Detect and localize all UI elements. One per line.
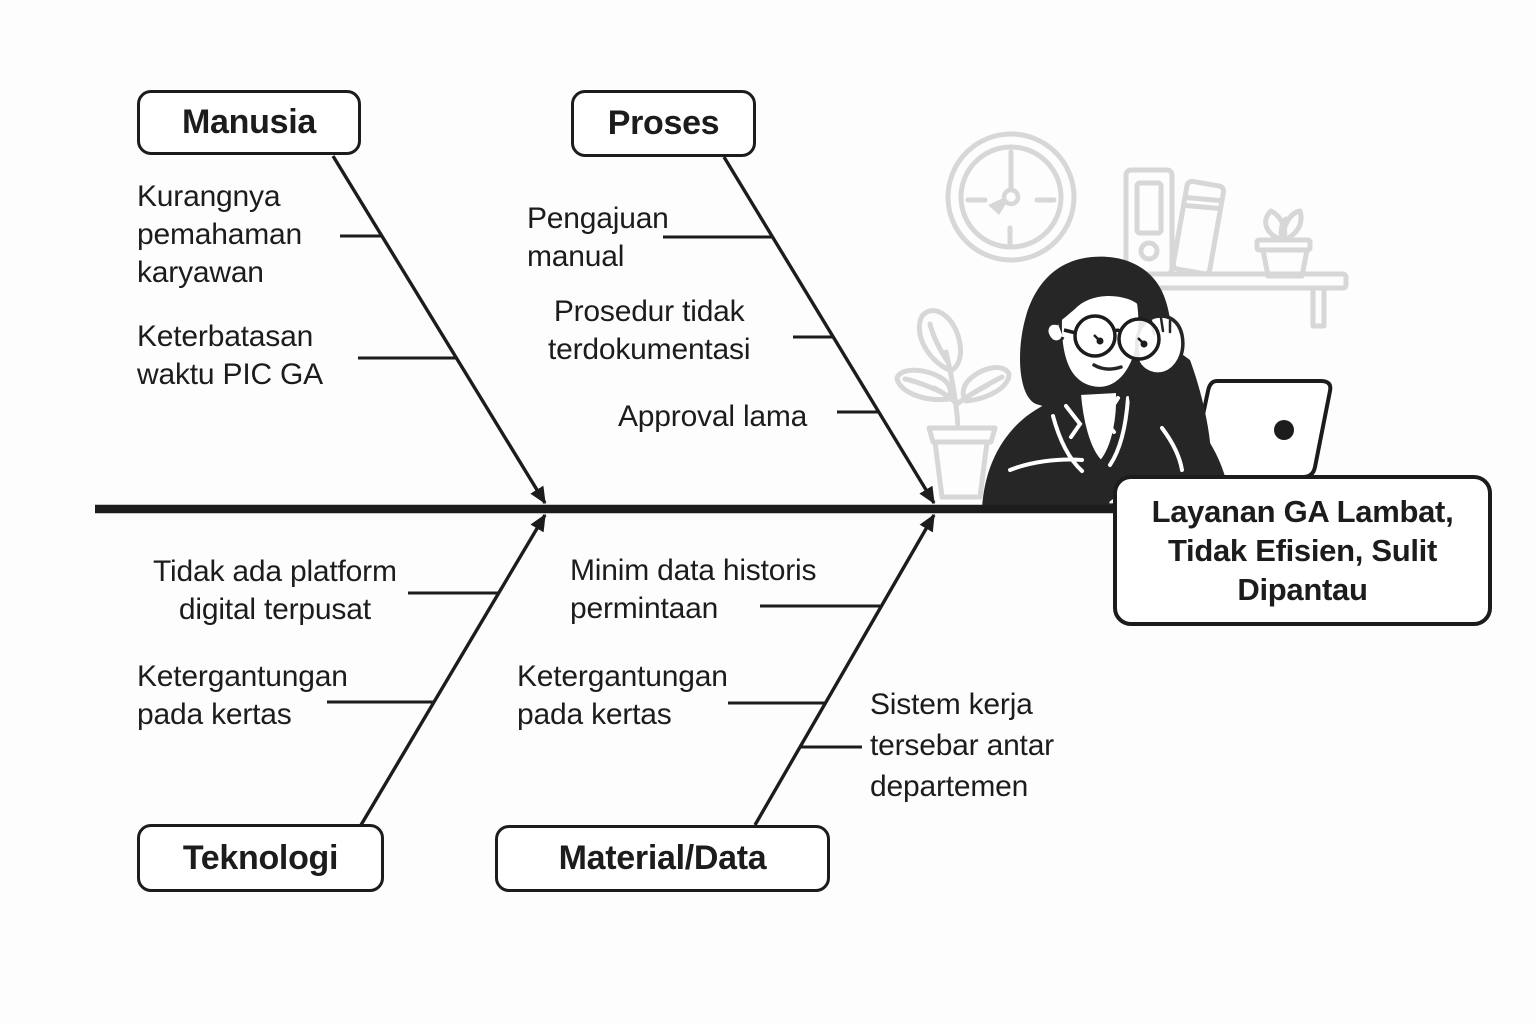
cause-label-pengajuan-manual: Pengajuan manual <box>527 202 669 273</box>
category-box-material-data: Material/Data <box>495 825 830 892</box>
category-box-teknologi: Teknologi <box>137 824 384 892</box>
effect-box: Layanan GA Lambat, Tidak Efisien, Sulit … <box>1113 475 1492 626</box>
bone-manusia <box>331 155 547 505</box>
wall-clock-icon <box>945 131 1077 263</box>
book-icon <box>1170 178 1227 277</box>
bone-proses <box>722 156 936 505</box>
category-box-manusia: Manusia <box>137 90 361 155</box>
woman-at-laptop-illustration <box>982 256 1231 509</box>
cause-label-keterbatasan-waktu: Keterbatasan waktu PIC GA <box>137 320 323 391</box>
category-box-proses: Proses <box>571 90 756 157</box>
category-label: Manusia <box>182 103 316 141</box>
glasses-icon <box>1063 314 1161 361</box>
cause-label-minim-data-historis: Minim data historis permintaan <box>570 554 817 625</box>
cause-label-kurangnya-pemahaman: Kurangnya pemahaman karyawan <box>137 180 302 289</box>
category-label: Material/Data <box>558 839 767 877</box>
bone-material-data <box>753 513 936 826</box>
cause-label-ketergantungan-kertas-teknologi: Ketergantungan pada kertas <box>137 660 348 731</box>
cause-label-tidak-ada-platform: Tidak ada platform digital terpusat <box>153 555 397 626</box>
cause-label-ketergantungan-kertas-material: Ketergantungan pada kertas <box>517 660 728 731</box>
cause-label-sistem-kerja-tersebar: Sistem kerja tersebar antar departemen <box>870 688 1054 803</box>
cause-label-prosedur-tidak-terdokumentasi: Prosedur tidak terdokumentasi <box>548 295 751 366</box>
effect-label: Layanan GA Lambat, Tidak Efisien, Sulit … <box>1151 494 1454 607</box>
small-potted-plant-icon <box>1254 208 1313 279</box>
cause-label-approval-lama: Approval lama <box>618 400 808 433</box>
bone-teknologi <box>359 513 547 826</box>
binder-icon <box>1123 167 1175 277</box>
category-label: Proses <box>607 104 720 142</box>
category-label: Teknologi <box>182 838 339 877</box>
potted-plant-icon <box>894 308 1012 500</box>
